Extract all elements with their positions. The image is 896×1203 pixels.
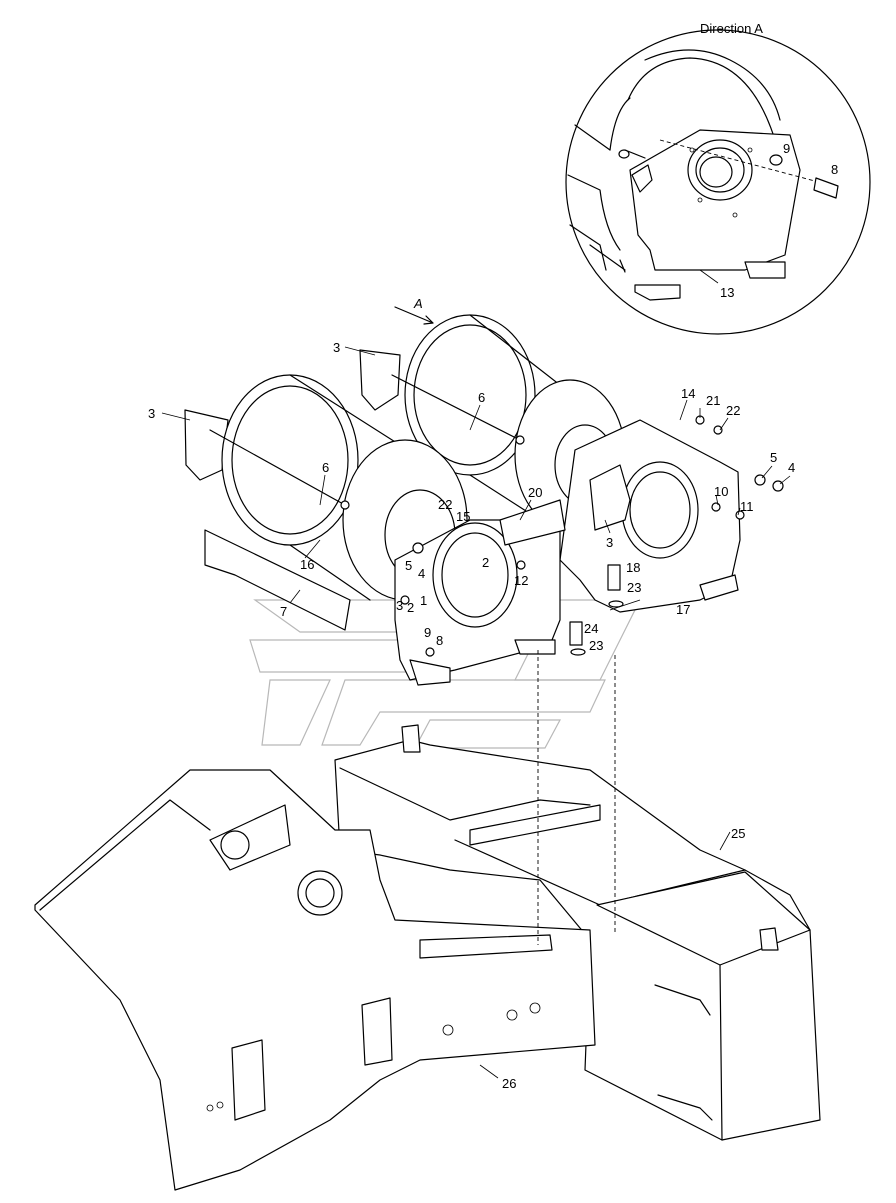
leader-lines xyxy=(161,269,791,1079)
callout-20: 20 xyxy=(528,485,542,500)
callout-4-a: 4 xyxy=(788,460,795,475)
callout-14: 14 xyxy=(681,386,695,401)
callout-11: 11 xyxy=(740,499,754,514)
callout-9-a: 9 xyxy=(783,141,790,156)
callout-26: 26 xyxy=(502,1076,516,1091)
callout-1: 1 xyxy=(420,593,427,608)
lower-frame xyxy=(34,769,596,1191)
callout-25: 25 xyxy=(731,826,745,841)
direction-arrow-label: A xyxy=(413,296,423,311)
callout-4-b: 4 xyxy=(418,566,425,581)
callout-2-b: 2 xyxy=(407,600,414,615)
callout-5-b: 5 xyxy=(405,558,412,573)
callout-22-b: 22 xyxy=(438,497,452,512)
detail-view-title: Direction A xyxy=(700,21,763,36)
callout-8-a: 8 xyxy=(831,162,838,177)
callout-21: 21 xyxy=(706,393,720,408)
callout-3-a: 3 xyxy=(333,340,340,355)
alignment-lines xyxy=(537,650,616,945)
callout-15: 15 xyxy=(456,509,470,524)
callout-18: 18 xyxy=(626,560,640,575)
callout-24: 24 xyxy=(584,621,598,636)
front-frame xyxy=(204,499,566,686)
callout-23-b: 23 xyxy=(589,638,603,653)
callout-16: 16 xyxy=(300,557,314,572)
callout-23-a: 23 xyxy=(627,580,641,595)
callout-17: 17 xyxy=(676,602,690,617)
callout-3-c: 3 xyxy=(606,535,613,550)
callout-3-d: 3 xyxy=(396,598,403,613)
callout-6-b: 6 xyxy=(322,460,329,475)
callout-5-a: 5 xyxy=(770,450,777,465)
callout-12: 12 xyxy=(514,573,528,588)
callout-9-b: 9 xyxy=(424,625,431,640)
callout-7: 7 xyxy=(280,604,287,619)
callout-13: 13 xyxy=(720,285,734,300)
rear-frame xyxy=(559,419,741,613)
callout-8-b: 8 xyxy=(436,633,443,648)
callout-22-a: 22 xyxy=(726,403,740,418)
main-body-tank xyxy=(334,724,821,1141)
direction-arrow: A xyxy=(394,296,434,325)
callout-labels: 1 2 2 3 3 3 3 4 4 5 5 6 6 7 8 8 9 9 10 1… xyxy=(148,141,838,1091)
callout-3-b: 3 xyxy=(148,406,155,421)
callout-2-a: 2 xyxy=(482,555,489,570)
detail-view-circle: Direction A xyxy=(565,21,871,335)
callout-6-a: 6 xyxy=(478,390,485,405)
callout-10: 10 xyxy=(714,484,728,499)
